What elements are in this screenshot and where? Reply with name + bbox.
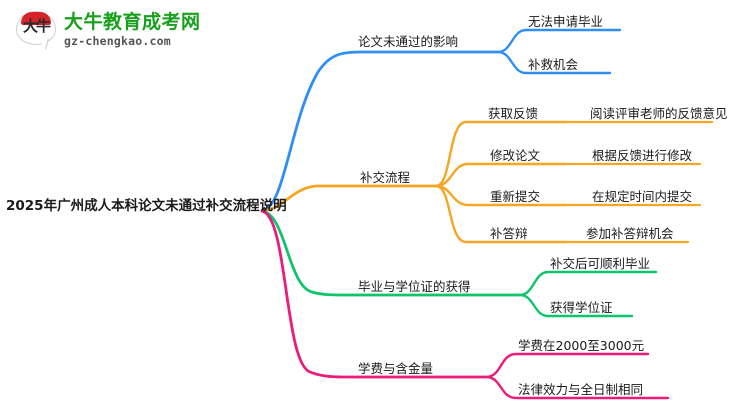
mindmap-grandchild-node-1-0-0[interactable]: 阅读评审老师的反馈意见 xyxy=(590,106,728,121)
mindmap-child-node-3-0[interactable]: 学费在2000至3000元 xyxy=(518,338,645,353)
connector-green-child-0 xyxy=(518,270,658,297)
mindmap-branch-node-0[interactable]: 论文未通过的影响 xyxy=(358,34,459,49)
connector-orange-spine xyxy=(260,184,438,213)
logo-mark-text: 大牛 xyxy=(22,17,51,35)
connector-blue-child-0 xyxy=(496,28,622,54)
mindmap-root-node[interactable]: 2025年广州成人本科论文未通过补交流程说明 xyxy=(6,198,287,214)
logo-subtitle: gz-chengkao.com xyxy=(64,33,171,48)
logo-bubble-icon: 大牛 xyxy=(14,9,58,51)
connector-orange-child-1 xyxy=(434,162,568,188)
mindmap-child-node-2-1[interactable]: 获得学位证 xyxy=(550,300,613,315)
connector-pink-child-0 xyxy=(484,352,650,379)
mindmap-grandchild-node-1-3-0[interactable]: 参加补答辩机会 xyxy=(586,226,674,241)
mindmap-child-node-3-1[interactable]: 法律效力与全日制相同 xyxy=(518,382,644,397)
logo-bubble-tail-icon xyxy=(39,38,48,49)
logo-text-block: 大牛教育成考网 gz-chengkao.com xyxy=(64,10,201,48)
mindmap-branch-node-1[interactable]: 补交流程 xyxy=(360,170,411,185)
mindmap-grandchild-node-1-1-0[interactable]: 根据反馈进行修改 xyxy=(592,148,693,163)
mindmap-child-node-1-2[interactable]: 重新提交 xyxy=(490,189,541,204)
mindmap-child-node-0-1[interactable]: 补救机会 xyxy=(528,57,579,72)
mindmap-child-node-2-0[interactable]: 补交后可顺利毕业 xyxy=(550,256,651,271)
mindmap-child-node-0-0[interactable]: 无法申请毕业 xyxy=(528,14,604,29)
mindmap-child-node-1-0[interactable]: 获取反馈 xyxy=(488,106,539,121)
mindmap-grandchild-node-1-2-0[interactable]: 在规定时间内提交 xyxy=(592,189,693,204)
logo-title: 大牛教育成考网 xyxy=(64,10,201,33)
connector-blue-spine xyxy=(260,50,500,213)
site-logo[interactable]: 大牛 大牛教育成考网 gz-chengkao.com xyxy=(14,6,204,54)
mindmap-branch-node-2[interactable]: 毕业与学位证的获得 xyxy=(358,279,471,294)
mindmap-child-node-1-1[interactable]: 修改论文 xyxy=(490,148,541,163)
mindmap-branch-node-3[interactable]: 学费与含金量 xyxy=(358,361,434,376)
mindmap-child-node-1-3[interactable]: 补答辩 xyxy=(490,226,528,241)
logo-red-cap-shape xyxy=(21,12,51,25)
connector-pink-spine xyxy=(260,209,488,379)
